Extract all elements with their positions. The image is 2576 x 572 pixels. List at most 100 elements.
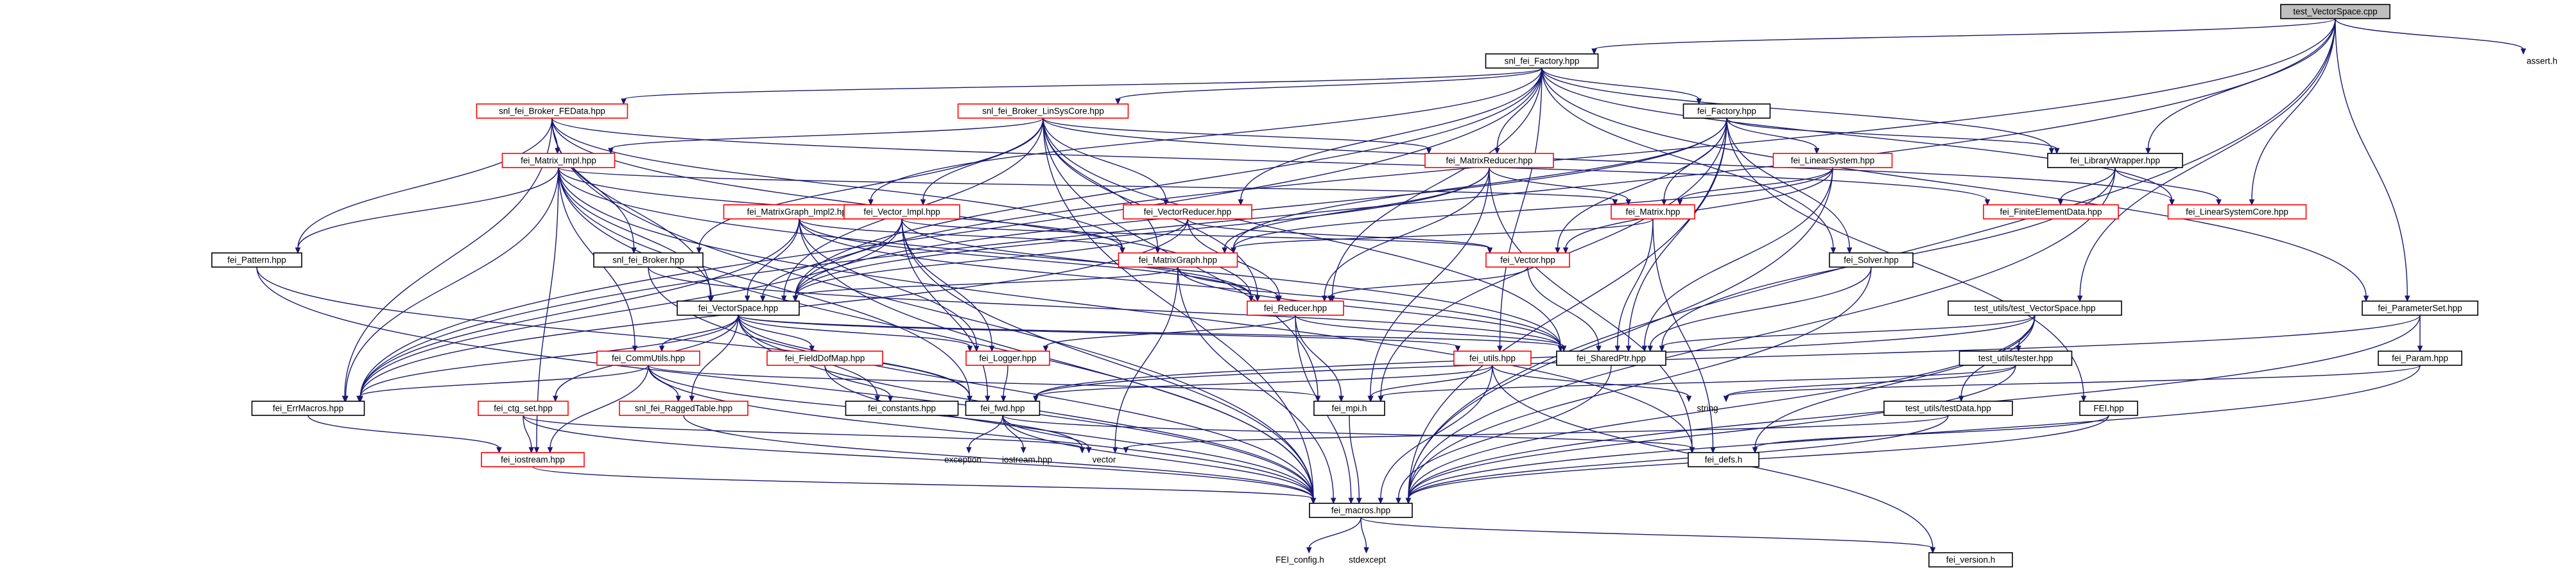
node-label-root: test_VectorSpace.cpp	[2293, 7, 2377, 17]
edge-macros-to-version	[1360, 517, 1936, 554]
node-box-linSysCore	[2167, 204, 2307, 220]
node-paramSet[interactable]: fei_ParameterSet.hpp	[2362, 300, 2478, 316]
edge-testUtilsVS-to-tester	[2016, 315, 2036, 352]
node-label-matrixGraphImpl2: fei_MatrixGraph_Impl2.hpp	[747, 207, 852, 217]
node-reducer[interactable]: fei_Reducer.hpp	[1247, 300, 1344, 316]
edge-snlFactory-to-brokerLSC	[1115, 67, 1543, 105]
node-label-feiFactory: fei_Factory.hpp	[1697, 107, 1756, 116]
node-logger[interactable]: fei_Logger.hpp	[965, 351, 1050, 366]
edge-snlFactory-to-utils	[1497, 67, 1543, 352]
node-mpi[interactable]: fei_mpi.h	[1313, 401, 1385, 416]
node-box-param	[2378, 351, 2462, 366]
node-finiteElementData[interactable]: fei_FiniteElementData.hpp	[1983, 204, 2119, 220]
node-vectorImpl[interactable]: fei_Vector_Impl.hpp	[843, 204, 960, 220]
node-matrix[interactable]: fei_Matrix.hpp	[1611, 204, 1695, 220]
node-label-tester: test_utils/tester.hpp	[1978, 354, 2053, 363]
node-box-feiFactory	[1682, 103, 1771, 119]
node-root[interactable]: test_VectorSpace.cpp	[2280, 4, 2390, 19]
edge-vector-to-sharedPtr	[1527, 266, 1602, 352]
edge-root-to-paramSet	[2335, 18, 2410, 302]
node-libWrapper[interactable]: fei_LibraryWrapper.hpp	[2047, 153, 2183, 168]
node-assert: assert.h	[2527, 56, 2557, 66]
node-solver[interactable]: fei_Solver.hpp	[1829, 252, 1914, 268]
edge-brokerFE-to-pattern	[295, 117, 553, 254]
node-label-ctgSet: fei_ctg_set.hpp	[494, 404, 553, 413]
edge-mpi-to-macros	[1349, 415, 1362, 505]
node-sharedPtr[interactable]: fei_SharedPtr.hpp	[1556, 351, 1666, 366]
node-matrixGraph[interactable]: fei_MatrixGraph.hpp	[1118, 252, 1238, 268]
edge-root-to-assert	[2335, 18, 2527, 55]
edge-matrixImpl-to-pattern	[295, 167, 559, 254]
node-box-vectorSpace	[677, 300, 800, 316]
edge-feiFactory-to-linearSystem	[1726, 117, 1820, 155]
edge-linearSystem-to-vector	[1562, 167, 1833, 254]
node-vector[interactable]: fei_Vector.hpp	[1485, 252, 1570, 268]
edge-solver-to-macros	[1405, 266, 1872, 505]
node-testUtilsVS[interactable]: test_utils/test_VectorSpace.hpp	[1948, 300, 2122, 316]
edge-matrixGraphImpl2-to-matrixGraph	[799, 218, 1125, 254]
node-macros[interactable]: fei_macros.hpp	[1309, 503, 1413, 518]
node-matrixImpl[interactable]: fei_Matrix_Impl.hpp	[501, 153, 616, 168]
node-vectorSpace[interactable]: fei_VectorSpace.hpp	[677, 300, 800, 316]
edge-matrixReducer-to-matrixGraph	[1222, 167, 1490, 254]
node-iostream[interactable]: fei_iostream.hpp	[481, 452, 585, 467]
edge-logger-to-fwd	[1000, 365, 1008, 403]
node-label-defs: fei_defs.h	[1705, 455, 1743, 465]
node-box-finiteElementData	[1983, 204, 2119, 220]
edge-fwd-to-defs	[1002, 415, 1695, 454]
edge-errMacros-to-iostream	[307, 415, 502, 454]
node-label-pattern: fei_Pattern.hpp	[227, 256, 286, 265]
node-box-snlFactory	[1485, 53, 1599, 69]
node-box-constants	[845, 401, 959, 416]
node-matrixReducer[interactable]: fei_MatrixReducer.hpp	[1424, 153, 1554, 168]
node-vectorReducer[interactable]: fei_VectorReducer.hpp	[1123, 204, 1252, 220]
edge-matrix-to-matrixGraph	[1231, 218, 1654, 254]
edge-reducer-to-sharedPtr	[1295, 315, 1567, 352]
edge-ctgSet-to-iostream	[523, 415, 535, 454]
edge-snlFactory-to-paramSet	[1541, 67, 2369, 302]
node-FEI[interactable]: FEI.hpp	[2079, 401, 2138, 416]
node-stdexcept: stdexcept	[1349, 555, 1386, 565]
node-label-config: FEI_config.h	[1275, 555, 1324, 565]
node-label-stdexcept: stdexcept	[1349, 555, 1386, 565]
node-testData[interactable]: test_utils/testData.hpp	[1883, 401, 2013, 416]
edge-vectorImpl-to-logger	[901, 218, 995, 352]
edge-tester-to-string	[1723, 365, 2016, 403]
node-snlFactory[interactable]: snl_fei_Factory.hpp	[1485, 53, 1599, 69]
node-pattern[interactable]: fei_Pattern.hpp	[211, 252, 302, 268]
edge-fwd-to-iostreamStd	[1002, 415, 1026, 454]
node-param[interactable]: fei_Param.hpp	[2378, 351, 2462, 366]
node-defs[interactable]: fei_defs.h	[1688, 452, 1759, 467]
node-errMacros[interactable]: fei_ErrMacros.hpp	[251, 401, 365, 416]
edge-brokerLSC-to-matrixReducer	[1042, 117, 1432, 155]
node-label-snlFactory: snl_fei_Factory.hpp	[1505, 56, 1580, 66]
edge-utils-to-string	[1492, 365, 1692, 403]
node-fieldDofMap[interactable]: fei_FieldDofMap.hpp	[766, 351, 883, 366]
edge-vectorSpace-to-sharedPtr	[738, 315, 1564, 352]
edge-testUtilsVS-to-sharedPtr	[1659, 315, 2036, 352]
node-label-string: string	[1697, 404, 1718, 413]
node-label-libWrapper: fei_LibraryWrapper.hpp	[2070, 156, 2160, 166]
node-box-vectorReducer	[1123, 204, 1252, 220]
node-fwd[interactable]: fei_fwd.hpp	[965, 401, 1041, 416]
node-brokerSnl[interactable]: snl_fei_Broker.hpp	[593, 252, 704, 268]
node-version[interactable]: fei_version.h	[1928, 552, 2013, 568]
node-linSysCore[interactable]: fei_LinearSystemCore.hpp	[2167, 204, 2307, 220]
node-linearSystem[interactable]: fei_LinearSystem.hpp	[1772, 153, 1893, 168]
node-box-matrixGraph	[1118, 252, 1238, 268]
edge-vectorImpl-to-errMacros	[358, 218, 903, 403]
node-constants[interactable]: fei_constants.hpp	[845, 401, 959, 416]
node-brokerLSC[interactable]: snl_fei_Broker_LinSysCore.hpp	[957, 103, 1129, 119]
node-utils[interactable]: fei_utils.hpp	[1453, 351, 1532, 366]
node-commUtils[interactable]: fei_CommUtils.hpp	[596, 351, 700, 366]
node-raggedTable[interactable]: snl_fei_RaggedTable.hpp	[619, 401, 748, 416]
node-box-brokerLSC	[957, 103, 1129, 119]
edge-feiFactory-to-sharedPtr	[1625, 117, 1727, 352]
node-brokerFE[interactable]: snl_fei_Broker_FEData.hpp	[476, 103, 628, 119]
node-ctgSet[interactable]: fei_ctg_set.hpp	[478, 401, 569, 416]
edge-libWrapper-to-linSysCore	[2114, 167, 2222, 206]
node-label-linearSystem: fei_LinearSystem.hpp	[1791, 156, 1875, 166]
edge-linearSystem-to-sharedPtr	[1641, 167, 1833, 352]
node-feiFactory[interactable]: fei_Factory.hpp	[1682, 103, 1771, 119]
node-tester[interactable]: test_utils/tester.hpp	[1958, 351, 2073, 366]
